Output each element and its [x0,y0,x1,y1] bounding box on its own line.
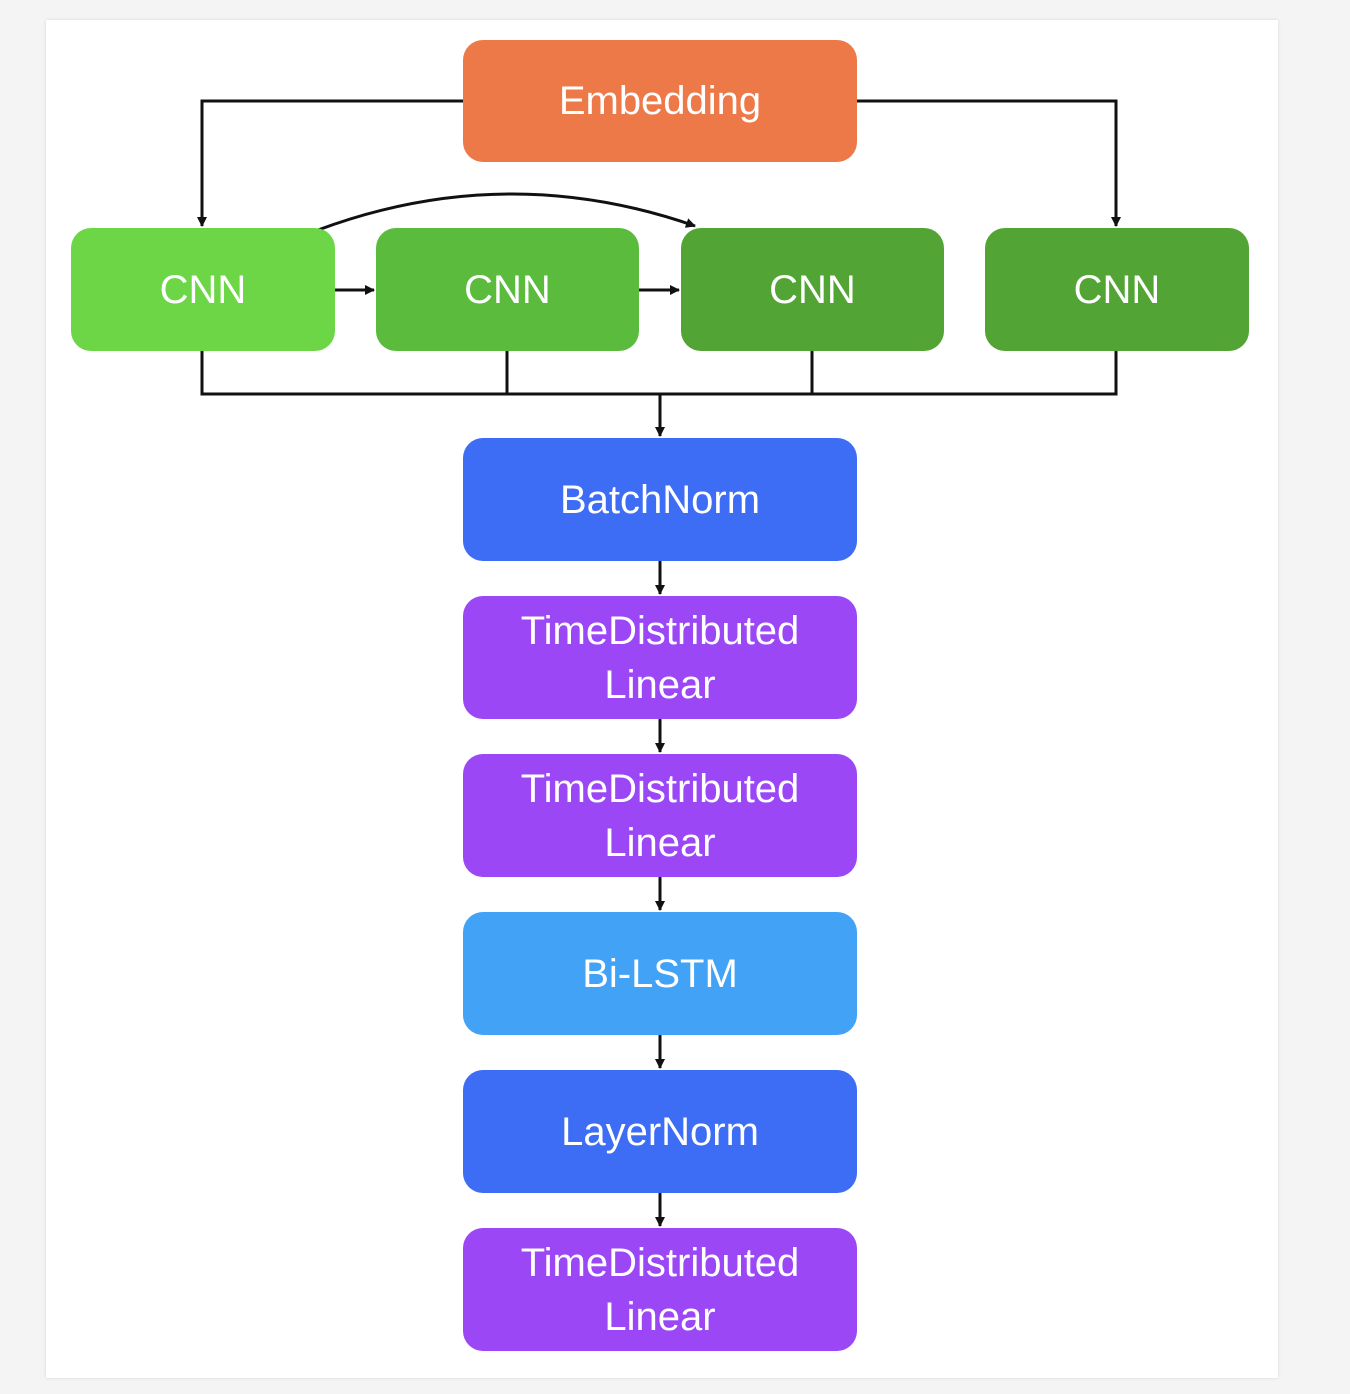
edges-layer [197,99,1121,1227]
td-linear-node-1: TimeDistributed Linear [463,596,857,719]
cnn-node-2: CNN [376,228,639,351]
cnn-label-1: CNN [159,267,247,312]
edge-cnn-1-to-cnn-3-skip [317,192,696,232]
embedding-label: Embedding [558,79,762,123]
embedding-node: Embedding [463,40,857,162]
cnn-label-3: CNN [769,267,856,312]
td-linear-node-2: TimeDistributed Linear [463,754,857,877]
cnn-label-4: CNN [1073,267,1161,312]
diagram-canvas: Embedding CNN CNN CNN CNN BatchNorm Time… [46,20,1278,1378]
cnn-node-1: CNN [71,228,335,351]
td-linear-node-3: TimeDistributed Linear [463,1228,857,1351]
bilstm-label: Bi-LSTM [582,951,738,996]
td-linear-label-2: TimeDistributed Linear [520,766,800,865]
edge-embedding-to-cnn-1 [197,99,463,227]
cnn-node-3: CNN [681,228,944,351]
td-linear-label-3: TimeDistributed Linear [520,1240,800,1339]
layernorm-node: LayerNorm [463,1070,857,1193]
cnn-label-2: CNN [464,267,551,312]
td-linear-label-1: TimeDistributed Linear [520,608,800,707]
cnn-node-4: CNN [985,228,1249,351]
batchnorm-label: BatchNorm [559,477,761,522]
bilstm-node: Bi-LSTM [463,912,857,1035]
layernorm-label: LayerNorm [561,1109,759,1154]
edge-embedding-to-cnn-4 [857,99,1121,227]
batchnorm-node: BatchNorm [463,438,857,561]
